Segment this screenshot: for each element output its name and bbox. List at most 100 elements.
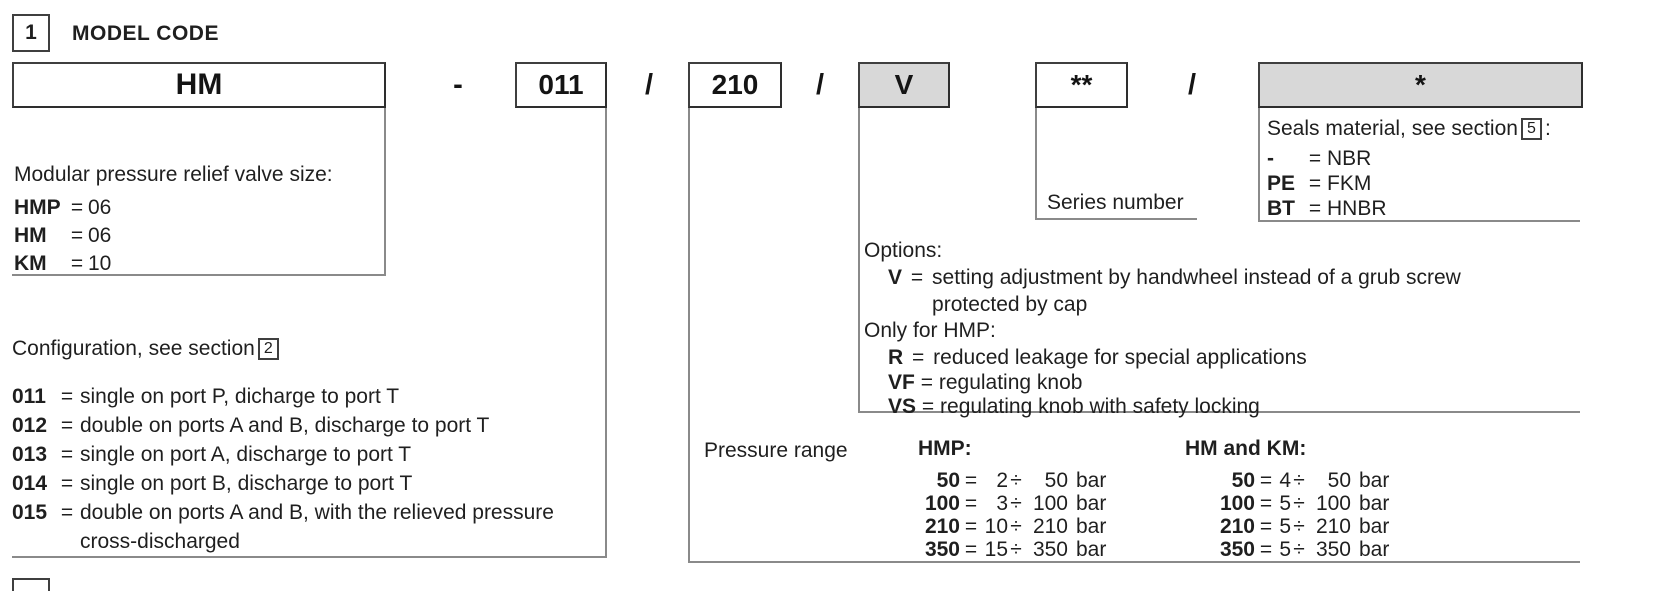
pressure-min: 5	[1279, 492, 1291, 515]
options-panel: Options: V = setting adjustment by handw…	[858, 108, 1580, 418]
pressure-unit: bar	[1076, 492, 1107, 515]
config-code: 013	[12, 443, 48, 466]
valve-size-title: Modular pressure relief valve size:	[14, 163, 333, 186]
seals-row: PE = FKM	[1267, 171, 1387, 196]
option-row-vs: VS = regulating knob with safety locking	[888, 393, 1260, 420]
series-number-callout: Series number	[1035, 108, 1197, 220]
valve-size-code: KM	[14, 252, 47, 275]
pressure-hmp-header: HMP:	[918, 437, 972, 460]
equals-sign: =	[60, 472, 74, 495]
pressure-code: 100	[924, 492, 960, 515]
equals-sign: =	[964, 538, 978, 561]
seal-value: FKM	[1327, 172, 1372, 195]
valve-size-value: 06	[88, 224, 112, 247]
config-desc: single on port P, dicharge to port T	[80, 385, 400, 408]
pressure-min: 5	[1279, 515, 1291, 538]
pressure-range-panel: Pressure range HMP: 50 = 2 ÷ 50 bar 100 …	[688, 108, 1580, 563]
option-code: VF	[888, 371, 915, 394]
equals-sign: =	[70, 252, 84, 275]
code-separator-slash-1: /	[644, 68, 654, 101]
equals-sign: =	[60, 443, 74, 466]
pressure-row: 210 = 5 ÷ 210 bar	[1203, 515, 1389, 538]
code-separator-slash-3: /	[1187, 68, 1197, 101]
configuration-title-text: Configuration, see section	[12, 337, 255, 360]
config-code: 011	[12, 385, 46, 408]
pressure-max: 350	[1315, 538, 1351, 561]
divide-sign: ÷	[1293, 515, 1305, 538]
pressure-range-label: Pressure range	[704, 439, 848, 462]
config-desc-line2: cross-discharged	[80, 530, 240, 553]
divide-sign: ÷	[1010, 515, 1022, 538]
pressure-row: 350 = 5 ÷ 350 bar	[1203, 538, 1389, 561]
valve-size-panel: Modular pressure relief valve size: HMP …	[12, 108, 386, 276]
seals-title-text: Seals material, see section	[1267, 117, 1518, 140]
divide-sign: ÷	[1293, 492, 1305, 515]
configuration-row: 011 = single on port P, dicharge to port…	[12, 382, 602, 411]
option-row-vf: VF = regulating knob	[888, 369, 1082, 396]
pressure-unit: bar	[1359, 492, 1390, 515]
valve-size-code: HMP	[14, 196, 61, 219]
pressure-row: 350 = 15 ÷ 350 bar	[908, 538, 1106, 561]
equals-sign: =	[1259, 538, 1273, 561]
pressure-unit: bar	[1076, 515, 1107, 538]
section-2-ref-box: 2	[257, 338, 279, 360]
code-box-configuration: 011	[515, 62, 607, 108]
pressure-code: 50	[936, 469, 960, 492]
configuration-row: 012 = double on ports A and B, discharge…	[12, 411, 602, 440]
next-section-marker-partial	[12, 578, 50, 591]
pressure-min: 4	[1279, 469, 1291, 492]
pressure-code: 210	[1219, 515, 1255, 538]
option-desc-line2: protected by cap	[932, 293, 1088, 316]
pressure-min: 15	[984, 538, 1008, 561]
options-title: Options:	[864, 239, 943, 262]
divide-sign: ÷	[1293, 469, 1305, 492]
option-row-r: R = reduced leakage for special applicat…	[888, 344, 1307, 371]
pressure-hmp-rows: 50 = 2 ÷ 50 bar 100 = 3 ÷ 100 bar 210 = …	[908, 469, 1106, 561]
divide-sign: ÷	[1010, 538, 1022, 561]
equals-sign: =	[1259, 469, 1273, 492]
section-5-ref-box: 5	[1520, 118, 1542, 140]
pressure-max: 100	[1315, 492, 1351, 515]
seal-value: HNBR	[1327, 197, 1387, 220]
divide-sign: ÷	[1010, 469, 1022, 492]
equals-sign: =	[1308, 147, 1322, 170]
option-desc: setting adjustment by handwheel instead …	[932, 264, 1461, 318]
pressure-max: 210	[1315, 515, 1351, 538]
pressure-unit: bar	[1359, 469, 1390, 492]
config-desc: single on port A, discharge to port T	[80, 443, 412, 466]
valve-size-row: KM = 10	[14, 250, 111, 278]
option-code: V	[888, 266, 903, 289]
option-row-v: V = setting adjustment by handwheel inst…	[888, 264, 1461, 318]
seals-title-colon: :	[1544, 117, 1551, 140]
equals-sign: =	[60, 385, 74, 408]
pressure-max: 210	[1032, 515, 1068, 538]
equals-sign: =	[70, 224, 84, 247]
valve-size-row: HM = 06	[14, 222, 111, 250]
equals-sign: =	[1308, 197, 1322, 220]
pressure-code: 100	[1219, 492, 1255, 515]
pressure-unit: bar	[1359, 538, 1390, 561]
pressure-max: 350	[1032, 538, 1068, 561]
pressure-code: 350	[1219, 538, 1255, 561]
page-title: MODEL CODE	[72, 22, 219, 45]
code-separator-slash-2: /	[815, 68, 825, 101]
option-desc: regulating knob	[938, 371, 1083, 394]
pressure-code: 350	[924, 538, 960, 561]
equals-sign: =	[964, 492, 978, 515]
equals-sign: =	[1259, 492, 1273, 515]
pressure-unit: bar	[1076, 469, 1107, 492]
equals-sign: =	[964, 515, 978, 538]
pressure-code: 50	[1231, 469, 1255, 492]
seals-row: BT = HNBR	[1267, 196, 1387, 221]
pressure-row: 50 = 2 ÷ 50 bar	[908, 469, 1107, 492]
seals-row: - = NBR	[1267, 146, 1387, 171]
option-desc: regulating knob with safety locking	[940, 395, 1260, 418]
pressure-row: 100 = 3 ÷ 100 bar	[908, 492, 1106, 515]
seal-code: PE	[1267, 172, 1296, 195]
equals-sign: =	[964, 469, 978, 492]
option-desc-line1: setting adjustment by handwheel instead …	[932, 266, 1461, 289]
